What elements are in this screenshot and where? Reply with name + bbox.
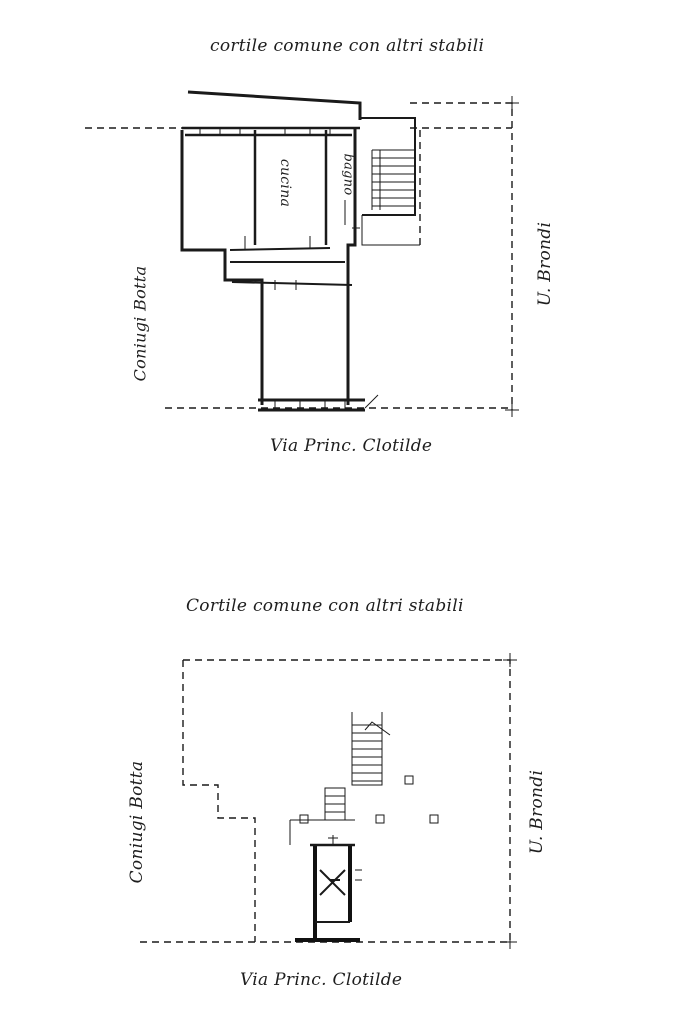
room-label-kitchen: cucina — [277, 158, 293, 208]
plan-1-linework — [85, 90, 519, 417]
plan-2-right-label: U. Brondi — [527, 769, 547, 855]
plan-1-top-label: cortile comune con altri stabili — [210, 36, 485, 56]
room-label-bath: bagno — [340, 153, 356, 196]
plan-2-left-label: Coniugi Botta — [127, 760, 147, 884]
plan-2-bottom-label: Via Princ. Clotilde — [240, 970, 403, 990]
plan-2-top-label: Cortile comune con altri stabili — [186, 596, 464, 616]
plan-1-left-label: Coniugi Botta — [130, 265, 150, 382]
plan-1-right-label: U. Brondi — [535, 221, 555, 307]
plan-2-linework — [140, 653, 517, 949]
plan-1-bottom-label: Via Princ. Clotilde — [270, 436, 433, 456]
